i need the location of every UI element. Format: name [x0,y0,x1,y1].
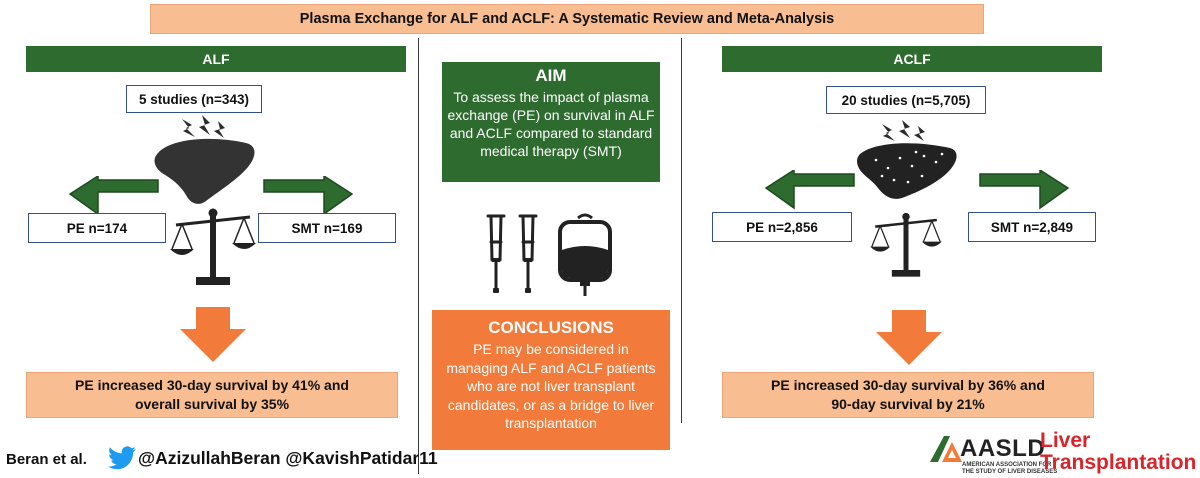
alf-smt-box: SMT n=169 [258,213,396,243]
aim-heading: AIM [535,66,567,85]
aclf-studies-box: 20 studies (n=5,705) [826,86,986,114]
alf-header: ALF [26,46,406,72]
aclf-arrow-right-icon [979,170,1070,210]
aclf-scale-icon [870,212,942,277]
aclf-liver-icon [857,120,957,199]
liver-shape [154,138,255,204]
page-title: Plasma Exchange for ALF and ACLF: A Syst… [150,4,984,34]
alf-arrow-down-icon [180,307,246,362]
conclusions-heading: CONCLUSIONS [488,318,614,337]
lightning-icon [182,115,225,138]
aasld-logo [930,436,962,462]
aclf-arrow-left-icon [764,170,855,210]
divider-left [418,38,419,474]
aclf-smt-box: SMT n=2,849 [968,212,1096,242]
alf-arrow-right-icon [263,176,354,216]
footer-author: Beran et al. [6,451,87,468]
alf-pe-box: PE n=174 [28,213,166,243]
alf-studies-box: 5 studies (n=343) [126,85,262,113]
divider-right [681,38,682,423]
aim-text: To assess the impact of plasma exchange … [447,89,655,159]
aasld-wordmark: AASLD [960,435,1046,462]
journal-logo: Liver Transplantation [1040,429,1197,474]
aclf-arrow-down-icon [876,310,942,365]
alf-arrow-left-icon [68,176,159,216]
crutches-icon [486,214,538,293]
twitter-bird-icon [108,446,136,470]
aasld-subtitle: AMERICAN ASSOCIATION FOR THE STUDY OF LI… [962,462,1058,475]
alf-result-box: PE increased 30-day survival by 41% and … [26,372,398,418]
alf-scale-icon [170,208,256,285]
conclusions-box: CONCLUSIONS PE may be considered in mana… [432,310,670,450]
aclf-pe-box: PE n=2,856 [712,212,852,242]
alf-liver-icon [154,115,255,204]
lightning-icon [882,120,925,141]
aclf-result-box: PE increased 30-day survival by 36% and … [722,372,1094,418]
aclf-header: ACLF [722,46,1102,72]
liver-shape [857,143,957,199]
footer-handles: @AzizullahBeran @KavishPatidar11 [138,448,438,468]
iv-bag-icon [558,213,612,296]
conclusions-text: PE may be considered in managing ALF and… [446,341,656,431]
aim-box: AIM To assess the impact of plasma excha… [442,62,660,182]
